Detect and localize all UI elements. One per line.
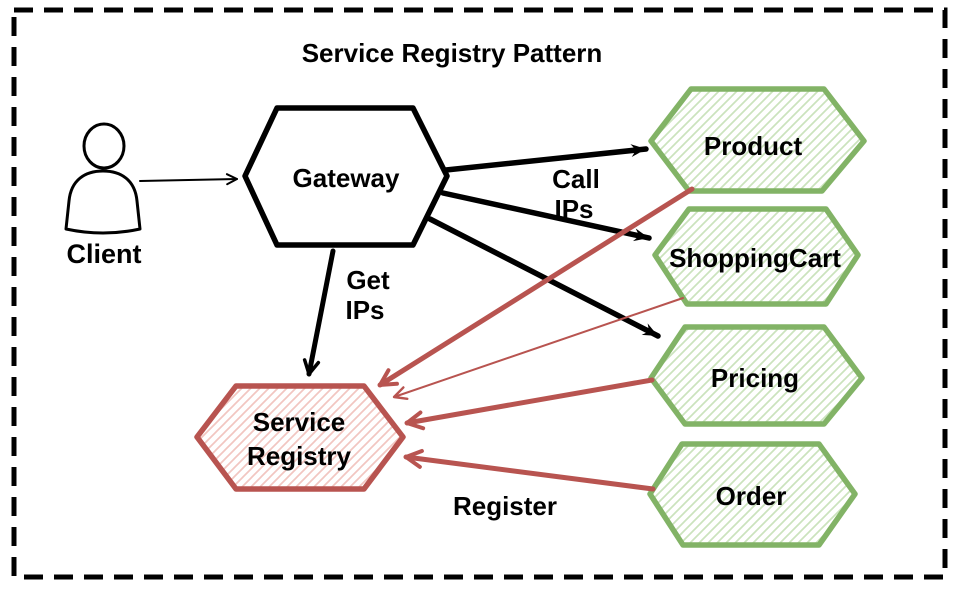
edge-order-service-registry bbox=[403, 448, 656, 492]
node-pricing: Pricing bbox=[648, 324, 865, 427]
order-label: Order bbox=[716, 481, 787, 511]
dashed-border bbox=[11, 7, 948, 580]
call-ips-line2: IPs bbox=[554, 194, 593, 224]
edge-gateway-shoppingcart bbox=[440, 190, 652, 242]
get-ips-line2: IPs bbox=[345, 295, 384, 325]
edge-label-get-ips: Get IPs bbox=[345, 265, 390, 325]
edge-shoppingcart-service-registry bbox=[392, 297, 684, 400]
edge-label-register: Register bbox=[453, 491, 557, 521]
shoppingcart-label: ShoppingCart bbox=[669, 243, 841, 273]
get-ips-line1: Get bbox=[346, 265, 390, 295]
order-hexagon bbox=[647, 441, 858, 548]
call-ips-line1: Call bbox=[552, 164, 600, 194]
edge-gateway-service-registry bbox=[302, 248, 336, 377]
node-service-registry: Service Registry bbox=[194, 383, 406, 492]
node-gateway: Gateway bbox=[242, 105, 450, 248]
edge-client-gateway bbox=[139, 173, 238, 186]
edge-pricing-service-registry bbox=[404, 377, 655, 431]
diagram-title: Service Registry Pattern bbox=[302, 38, 603, 68]
product-label: Product bbox=[704, 131, 803, 161]
client-label: Client bbox=[66, 239, 141, 269]
client-head bbox=[82, 122, 126, 170]
edge-gateway-product bbox=[443, 144, 649, 173]
node-product: Product bbox=[648, 86, 867, 194]
edge-gateway-pricing bbox=[427, 216, 661, 339]
gateway-label: Gateway bbox=[293, 163, 400, 193]
service-registry-hexagon bbox=[194, 383, 406, 492]
shoppingcart-hexagon bbox=[652, 206, 861, 307]
service-registry-label-line1: Service bbox=[253, 407, 346, 437]
pricing-label: Pricing bbox=[711, 363, 799, 393]
pricing-hexagon bbox=[648, 324, 865, 427]
client-body bbox=[64, 169, 142, 235]
node-client: Client bbox=[64, 122, 142, 269]
edge-product-service-registry bbox=[377, 186, 695, 388]
service-registry-label-line2: Registry bbox=[247, 441, 352, 471]
node-order: Order bbox=[647, 441, 858, 548]
edge-label-call-ips: Call IPs bbox=[552, 164, 600, 224]
gateway-hexagon bbox=[242, 105, 450, 248]
node-shoppingcart: ShoppingCart bbox=[652, 206, 861, 307]
